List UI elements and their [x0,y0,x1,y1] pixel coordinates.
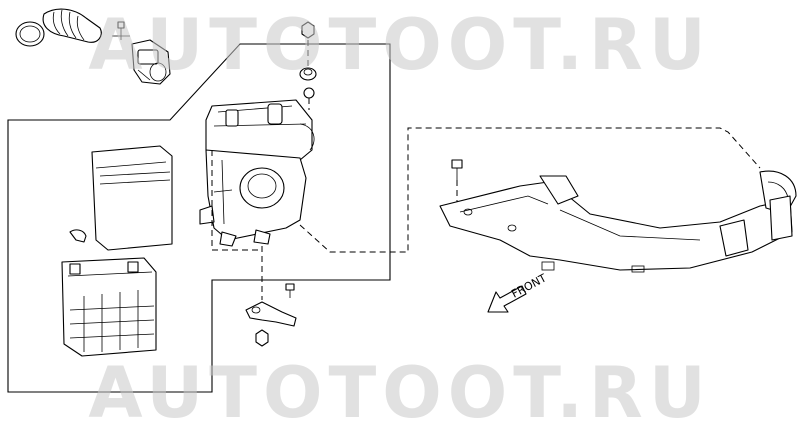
bracket-nut [255,329,269,347]
front-arrow [487,285,527,313]
leader-to-duct [299,127,761,253]
intake-boot [42,8,102,43]
airflow-sensor [131,39,171,85]
filter-case [61,257,157,357]
clamp-ring [15,21,45,47]
filter-element [91,145,173,251]
intake-duct [439,170,797,273]
top-nut [301,21,315,39]
hose-clip [69,229,87,243]
air-cleaner-lower [199,149,307,247]
bracket-bolt [285,283,295,298]
grille [69,290,155,352]
bolt-right [451,159,463,180]
screw-small [112,21,130,40]
front-label: FRONT [509,271,549,300]
grommet-upper [299,67,317,81]
air-cleaner-upper [205,99,315,161]
group-frame [7,43,391,393]
mounting-bracket [245,301,297,327]
grommet-lower [303,87,315,99]
